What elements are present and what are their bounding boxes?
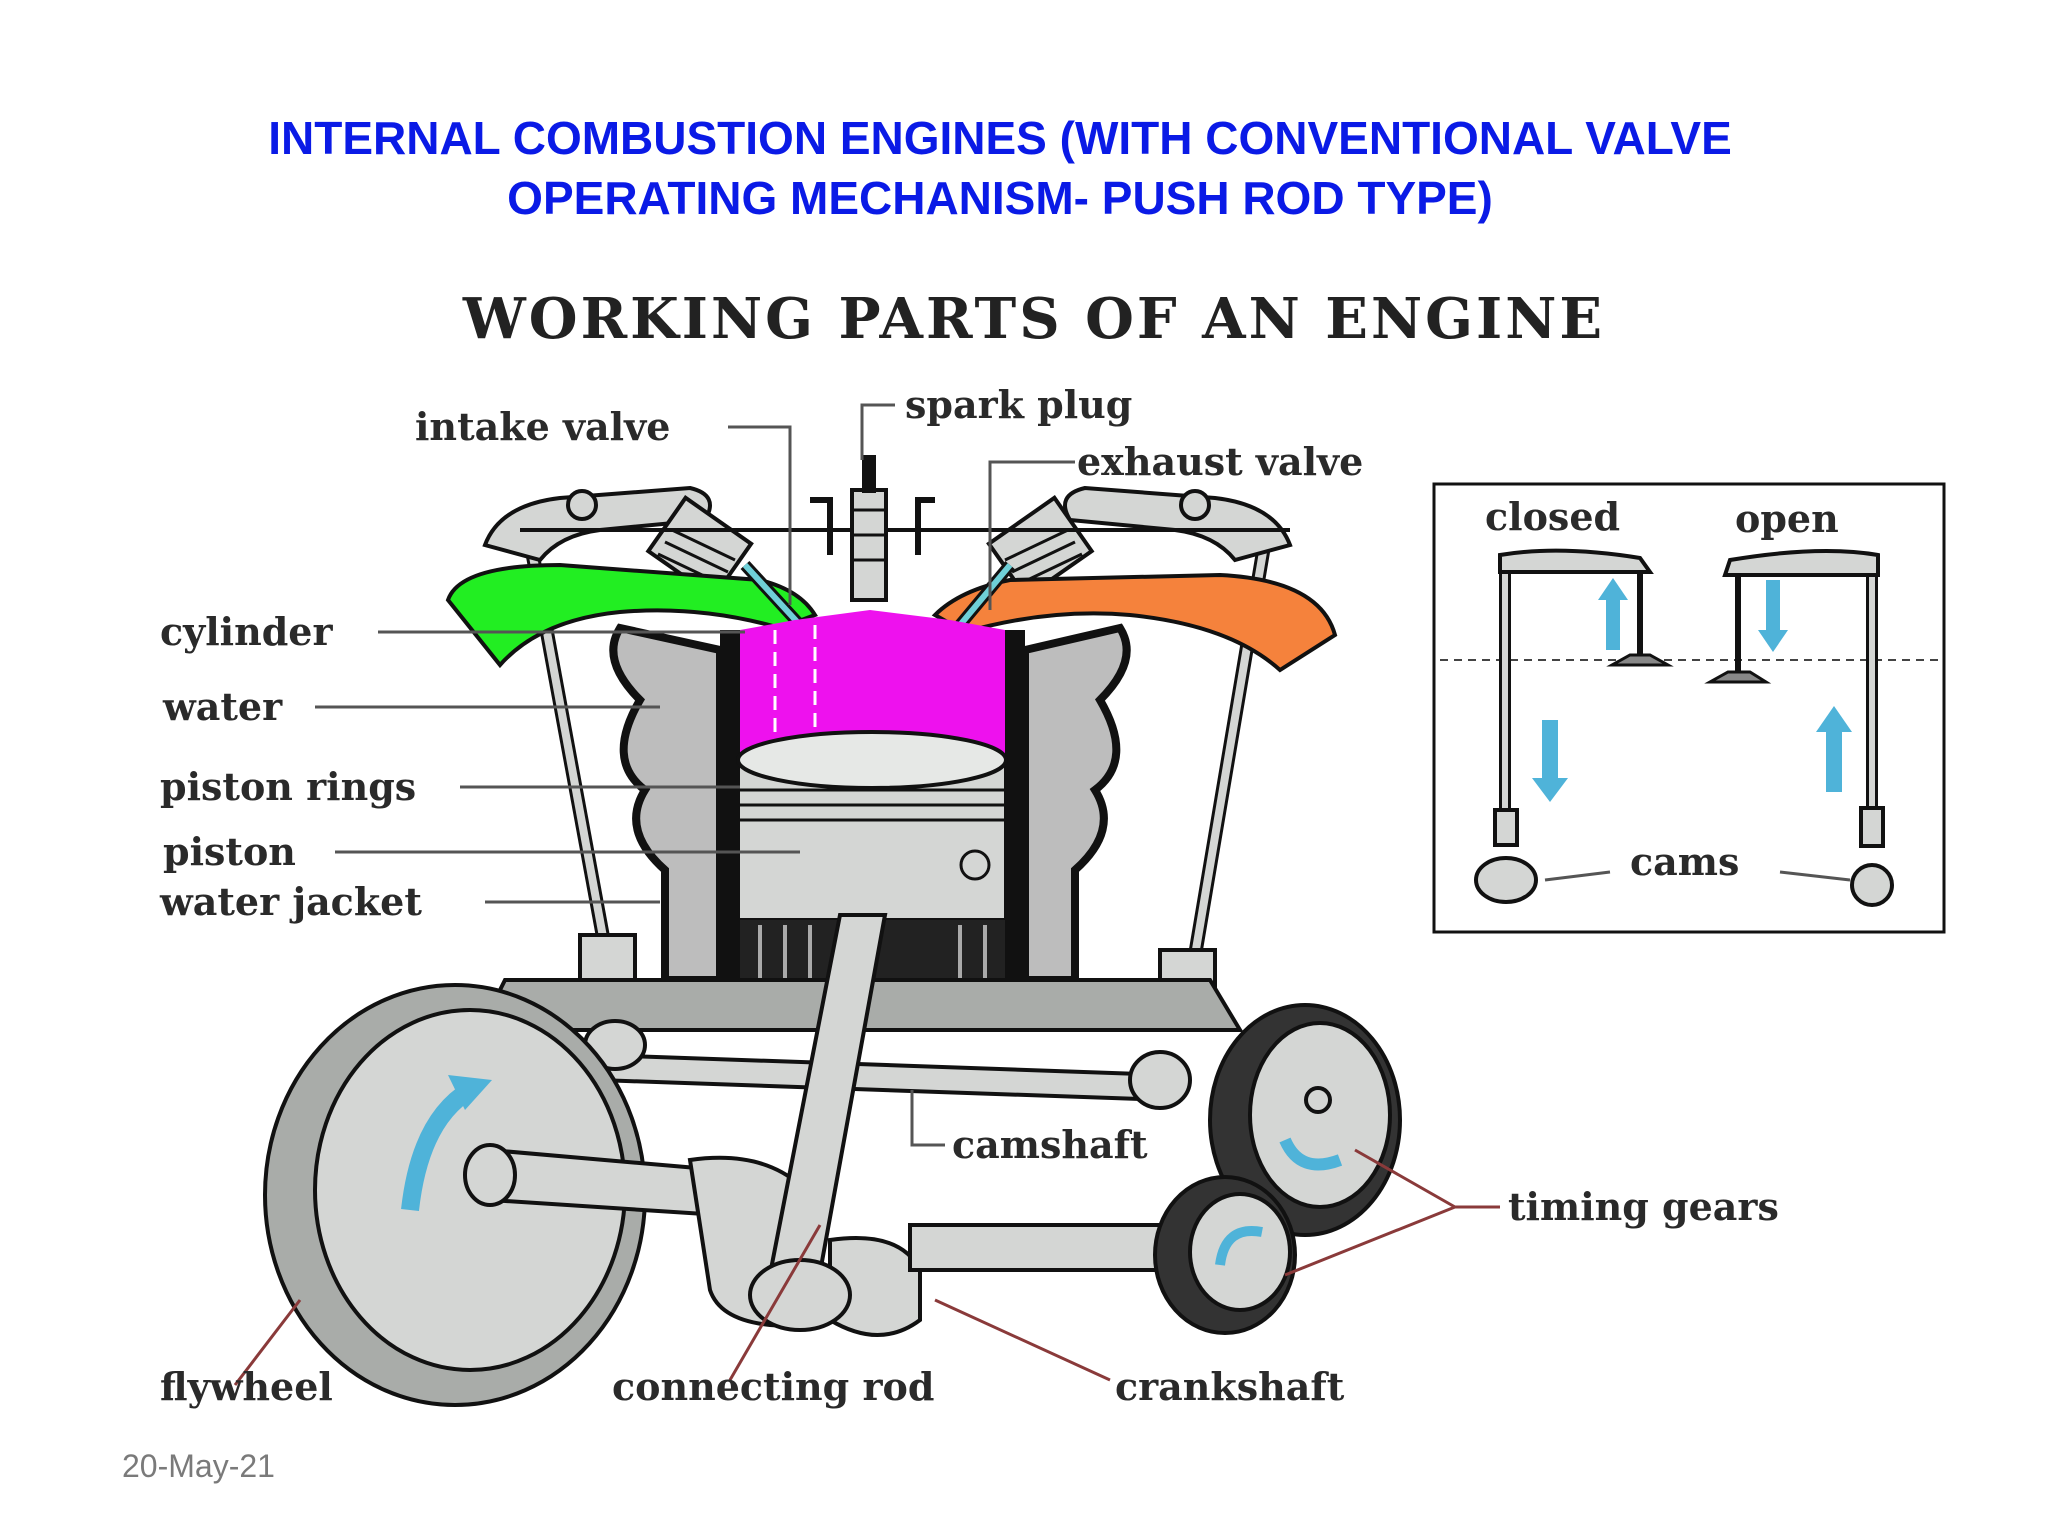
inset-label-open: open [1735,496,1839,541]
inset-label-closed: closed [1485,494,1620,539]
inset-up-arrow-closed [1598,578,1628,650]
exhaust-valve-stem [957,563,1013,627]
inset-open-mechanism [1704,549,1894,907]
inset-label-cams: cams [1630,839,1739,884]
engine-illustration [263,455,1402,1407]
label-crankshaft: crankshaft [1115,1364,1345,1409]
water-jacket-left [609,623,724,984]
timing-gear-large [1208,1003,1402,1237]
diagram-heading: WORKING PARTS OF AN ENGINE [462,286,1605,352]
leader-lines [233,403,1500,1386]
label-camshaft: camshaft [952,1122,1148,1167]
label-piston-rings: piston rings [160,764,416,809]
slide-date: 20-May-21 [122,1448,275,1484]
label-cylinder: cylinder [160,609,333,654]
valve-inset: closed open cams [1432,482,1946,934]
label-flywheel: flywheel [160,1364,333,1409]
label-spark-plug: spark plug [905,382,1132,427]
rocker-arm-right [1063,485,1293,563]
timing-gear-small [1153,1175,1297,1335]
spark-plug [850,455,888,602]
label-water-jacket: water jacket [159,879,422,924]
label-connecting-rod: connecting rod [612,1364,934,1409]
piston [736,730,1008,922]
label-water: water [162,684,283,729]
inset-closed-mechanism [1474,548,1674,904]
slide-title-line-2: OPERATING MECHANISM- PUSH ROD TYPE) [507,172,1493,224]
label-intake-valve: intake valve [415,404,670,449]
label-piston: piston [163,829,296,874]
combustion-chamber [740,610,1005,760]
camshaft [595,1052,1173,1103]
cylinder-wall-left [720,630,740,1000]
slide-title: INTERNAL COMBUSTION ENGINES (WITH CONVEN… [0,108,2000,228]
label-exhaust-valve: exhaust valve [1077,439,1363,484]
label-timing-gears: timing gears [1508,1184,1779,1229]
inset-down-arrow-open [1758,580,1788,652]
cylinder-wall-right [1005,630,1025,1000]
intake-valve-stem [742,562,803,628]
slide-title-line-1: INTERNAL COMBUSTION ENGINES (WITH CONVEN… [268,112,1732,164]
inset-down-arrow-pushrod [1532,720,1568,802]
water-jacket-right [1021,623,1131,984]
inset-up-arrow-pushrod [1816,706,1852,792]
rocker-arm-left [482,485,712,563]
